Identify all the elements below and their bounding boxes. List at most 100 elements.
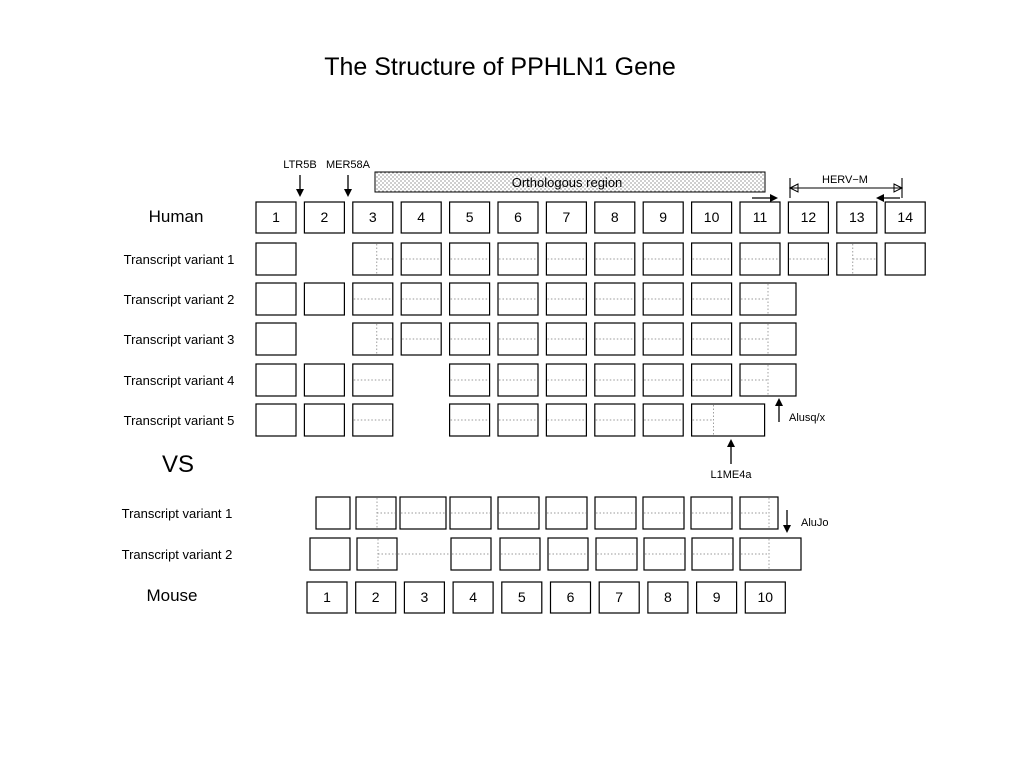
exon-box bbox=[690, 282, 733, 316]
alusq-label: Alusq/x bbox=[789, 412, 826, 424]
human-exon-number: 13 bbox=[849, 209, 865, 225]
orthologous-region-label: Orthologous region bbox=[512, 175, 623, 190]
exon-box bbox=[594, 496, 637, 530]
exon-box bbox=[690, 496, 733, 530]
exon-box bbox=[303, 363, 345, 397]
alujo-label: AluJo bbox=[801, 517, 829, 529]
exon-box bbox=[739, 537, 802, 571]
human-exon-number: 11 bbox=[753, 209, 768, 225]
exon-box bbox=[545, 363, 588, 397]
human-exon-box: 7 bbox=[545, 201, 588, 234]
exon-box bbox=[499, 537, 541, 571]
exon-box bbox=[255, 403, 297, 437]
exon-box bbox=[642, 496, 685, 530]
exon-box bbox=[643, 537, 686, 571]
human-exon-number: 3 bbox=[369, 209, 377, 225]
human-exon-box: 10 bbox=[690, 201, 733, 234]
exon-box bbox=[594, 322, 636, 356]
exon-box bbox=[309, 537, 351, 571]
exon-box bbox=[497, 242, 539, 276]
mouse-exon-number: 9 bbox=[713, 589, 721, 605]
exon-box bbox=[545, 496, 588, 530]
exon-box bbox=[595, 537, 638, 571]
exon-box bbox=[352, 242, 394, 276]
exon-box bbox=[642, 282, 684, 316]
exon-box bbox=[352, 322, 394, 356]
exon-box bbox=[547, 537, 589, 571]
mouse-label: Mouse bbox=[146, 586, 197, 605]
herv-m-label: HERV−M bbox=[822, 174, 868, 186]
mouse-exon-number: 3 bbox=[421, 589, 429, 605]
mouse-variant-row: Transcript variant 1 bbox=[122, 496, 779, 530]
exon-box bbox=[303, 282, 345, 316]
exon-box bbox=[352, 282, 394, 316]
exon-box bbox=[836, 242, 878, 276]
mouse-exon-number: 8 bbox=[664, 589, 672, 605]
mouse-exon-box: 7 bbox=[598, 581, 640, 614]
exon-box bbox=[594, 363, 636, 397]
exon-box bbox=[690, 242, 733, 276]
human-exon-box: 2 bbox=[303, 201, 345, 234]
exon-box bbox=[400, 242, 442, 276]
ltr5b-annotation: LTR5B bbox=[283, 159, 317, 197]
exon-box bbox=[594, 403, 636, 437]
mouse-exon-number: 1 bbox=[323, 589, 331, 605]
human-exon-number: 10 bbox=[704, 209, 720, 225]
variant-label: Transcript variant 3 bbox=[124, 332, 235, 347]
mouse-exon-number: 10 bbox=[758, 589, 774, 605]
exon-box bbox=[399, 496, 447, 530]
exon-box bbox=[450, 537, 492, 571]
exon-box bbox=[545, 403, 588, 437]
human-exon-number: 14 bbox=[897, 209, 913, 225]
exon-box bbox=[545, 242, 588, 276]
human-exon-box: 11 bbox=[739, 201, 781, 234]
alujo-annotation: AluJo bbox=[783, 510, 829, 533]
exon-box bbox=[594, 282, 636, 316]
diagram-title: The Structure of PPHLN1 Gene bbox=[324, 53, 676, 81]
mer58a-annotation: MER58A bbox=[326, 159, 371, 197]
exon-box bbox=[449, 322, 491, 356]
human-exon-box: 9 bbox=[642, 201, 684, 234]
l1me4a-label: L1ME4a bbox=[711, 469, 753, 481]
variant-label: Transcript variant 1 bbox=[122, 506, 233, 521]
human-variant-row: Transcript variant 3 bbox=[124, 322, 797, 356]
exon-box bbox=[255, 282, 297, 316]
mouse-exon-box: 4 bbox=[452, 581, 494, 614]
variant-label: Transcript variant 2 bbox=[122, 547, 233, 562]
human-variant-row: Transcript variant 5 bbox=[124, 403, 766, 437]
human-exon-number: 2 bbox=[321, 209, 329, 225]
mouse-exon-number: 7 bbox=[615, 589, 623, 605]
mouse-exon-box: 5 bbox=[501, 581, 543, 614]
exon-box bbox=[255, 322, 297, 356]
human-variant-row: Transcript variant 2 bbox=[124, 282, 797, 316]
exon-box bbox=[787, 242, 830, 276]
human-exon-box: 14 bbox=[884, 201, 926, 234]
human-transcript-variants: Transcript variant 1 Transcript variant 2… bbox=[124, 242, 926, 437]
exon-box bbox=[449, 496, 492, 530]
exon-box bbox=[497, 322, 539, 356]
exon-box bbox=[884, 242, 926, 276]
variant-label: Transcript variant 2 bbox=[124, 292, 235, 307]
exon-box bbox=[449, 403, 491, 437]
human-exon-number: 9 bbox=[659, 209, 667, 225]
exon-box bbox=[315, 496, 351, 530]
exon-box bbox=[691, 537, 734, 571]
human-variant-row: Transcript variant 1 bbox=[124, 242, 926, 276]
exon-box bbox=[497, 282, 539, 316]
mouse-exon-number: 4 bbox=[469, 589, 477, 605]
exon-box bbox=[449, 242, 491, 276]
l1me4a-annotation: L1ME4a bbox=[711, 439, 753, 481]
exon-box bbox=[739, 496, 779, 530]
human-exon-number: 7 bbox=[563, 209, 571, 225]
human-exon-number: 8 bbox=[611, 209, 619, 225]
exon-box bbox=[642, 403, 684, 437]
exon-box bbox=[545, 322, 588, 356]
exon-box bbox=[255, 242, 297, 276]
human-exon-number: 1 bbox=[272, 209, 280, 225]
human-label: Human bbox=[149, 207, 204, 226]
exon-box bbox=[545, 282, 588, 316]
mouse-variant-row: Transcript variant 2 bbox=[122, 537, 802, 571]
exon-box bbox=[497, 496, 540, 530]
